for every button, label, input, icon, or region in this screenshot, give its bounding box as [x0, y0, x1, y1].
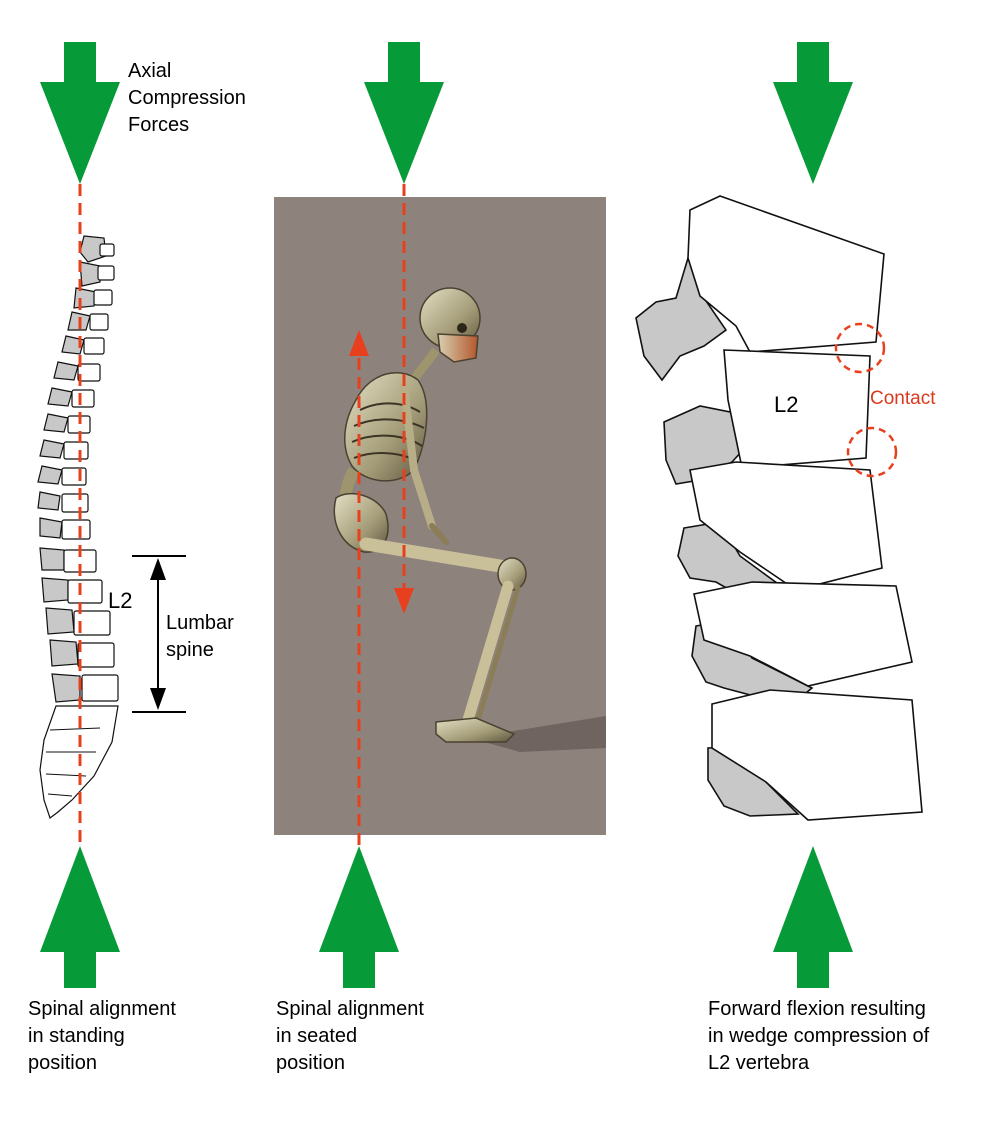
down-arrow-icon: [773, 42, 853, 184]
seated-spine-arrowhead: [349, 330, 369, 356]
up-arrow-icon: [773, 846, 853, 988]
down-arrow-icon: [40, 42, 120, 184]
seated-load-arrowhead: [394, 588, 414, 614]
contact-circle-upper: [834, 322, 886, 374]
axial-forces-label: Axial Compression Forces: [128, 60, 246, 136]
contact-label: Contact: [870, 388, 936, 409]
standing-l2-label: L2: [108, 588, 133, 613]
up-arrow-icon: [319, 846, 399, 988]
up-arrow-icon: [40, 846, 120, 988]
alignment-lines: [78, 184, 406, 845]
seated-caption: Spinal alignment in seated position: [276, 998, 424, 1074]
vertebra-column: [635, 195, 923, 821]
standing-caption: Spinal alignment in standing position: [28, 998, 176, 1074]
seated-skeleton: [333, 287, 606, 752]
standing-spine: [37, 235, 119, 819]
flexion-caption: Forward flexion resulting in wedge compr…: [708, 998, 930, 1074]
vertebral-body-shapes: [687, 195, 923, 821]
spinous-processes: [37, 235, 107, 703]
lumbar-bracket: [132, 555, 186, 713]
down-arrow-icon: [364, 42, 444, 184]
compression-arrows: [40, 42, 853, 988]
flexion-l2-label: L2: [774, 392, 799, 417]
contact-circle-lower: [846, 426, 898, 478]
lumbar-spine-label: Lumbar spine: [166, 612, 234, 661]
